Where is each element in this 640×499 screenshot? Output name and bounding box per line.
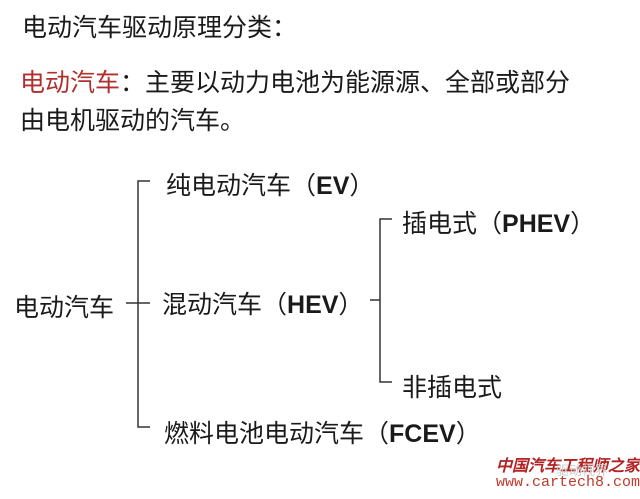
node-phev: 插电式（PHEV） — [402, 204, 595, 240]
node-hev-abbr: HEV — [287, 291, 339, 319]
watermark-logo-text: 中国汽车工程师之家 — [496, 456, 640, 475]
node-ev: 纯电动汽车（EV） — [166, 166, 374, 202]
node-hev-close: ） — [338, 290, 364, 319]
node-fcev-cn: 燃料电池电动汽车（ — [164, 419, 390, 448]
node-ev-abbr: EV — [316, 172, 350, 200]
node-phev-abbr: PHEV — [502, 210, 571, 238]
node-ev-close: ） — [349, 171, 375, 200]
node-root: 电动汽车 — [14, 293, 115, 322]
definition-line-1: 电动汽车：主要以动力电池为能源源、全部或部分 — [20, 64, 570, 102]
node-fcev: 燃料电池电动汽车（FCEV） — [164, 414, 481, 450]
definition-text: 电动汽车：主要以动力电池为能源源、全部或部分 由电机驱动的汽车。 — [20, 64, 570, 140]
page-title: 电动汽车驱动原理分类： — [22, 13, 298, 42]
node-fcev-close: ） — [455, 419, 481, 448]
node-phev-cn: 插电式（ — [402, 209, 503, 238]
node-phev-close: ） — [570, 209, 596, 238]
definition-line-2: 由电机驱动的汽车。 — [20, 106, 246, 135]
node-non-plugin: 非插电式 — [402, 373, 503, 402]
sub-bracket — [379, 218, 392, 383]
node-hev: 混动汽车（HEV） — [162, 285, 363, 321]
node-ev-cn: 纯电动汽车（ — [166, 171, 317, 200]
watermark-url: www.cartech8.com — [496, 474, 640, 491]
definition-line-1-rest: ：主要以动力电池为能源源、全部或部分 — [120, 68, 571, 97]
main-bracket — [137, 180, 150, 428]
watermark-badge: 驱动视界 — [556, 464, 609, 479]
node-hev-cn: 混动汽车（ — [162, 290, 288, 319]
definition-term: 电动汽车 — [20, 68, 121, 97]
node-fcev-abbr: FCEV — [389, 420, 456, 448]
